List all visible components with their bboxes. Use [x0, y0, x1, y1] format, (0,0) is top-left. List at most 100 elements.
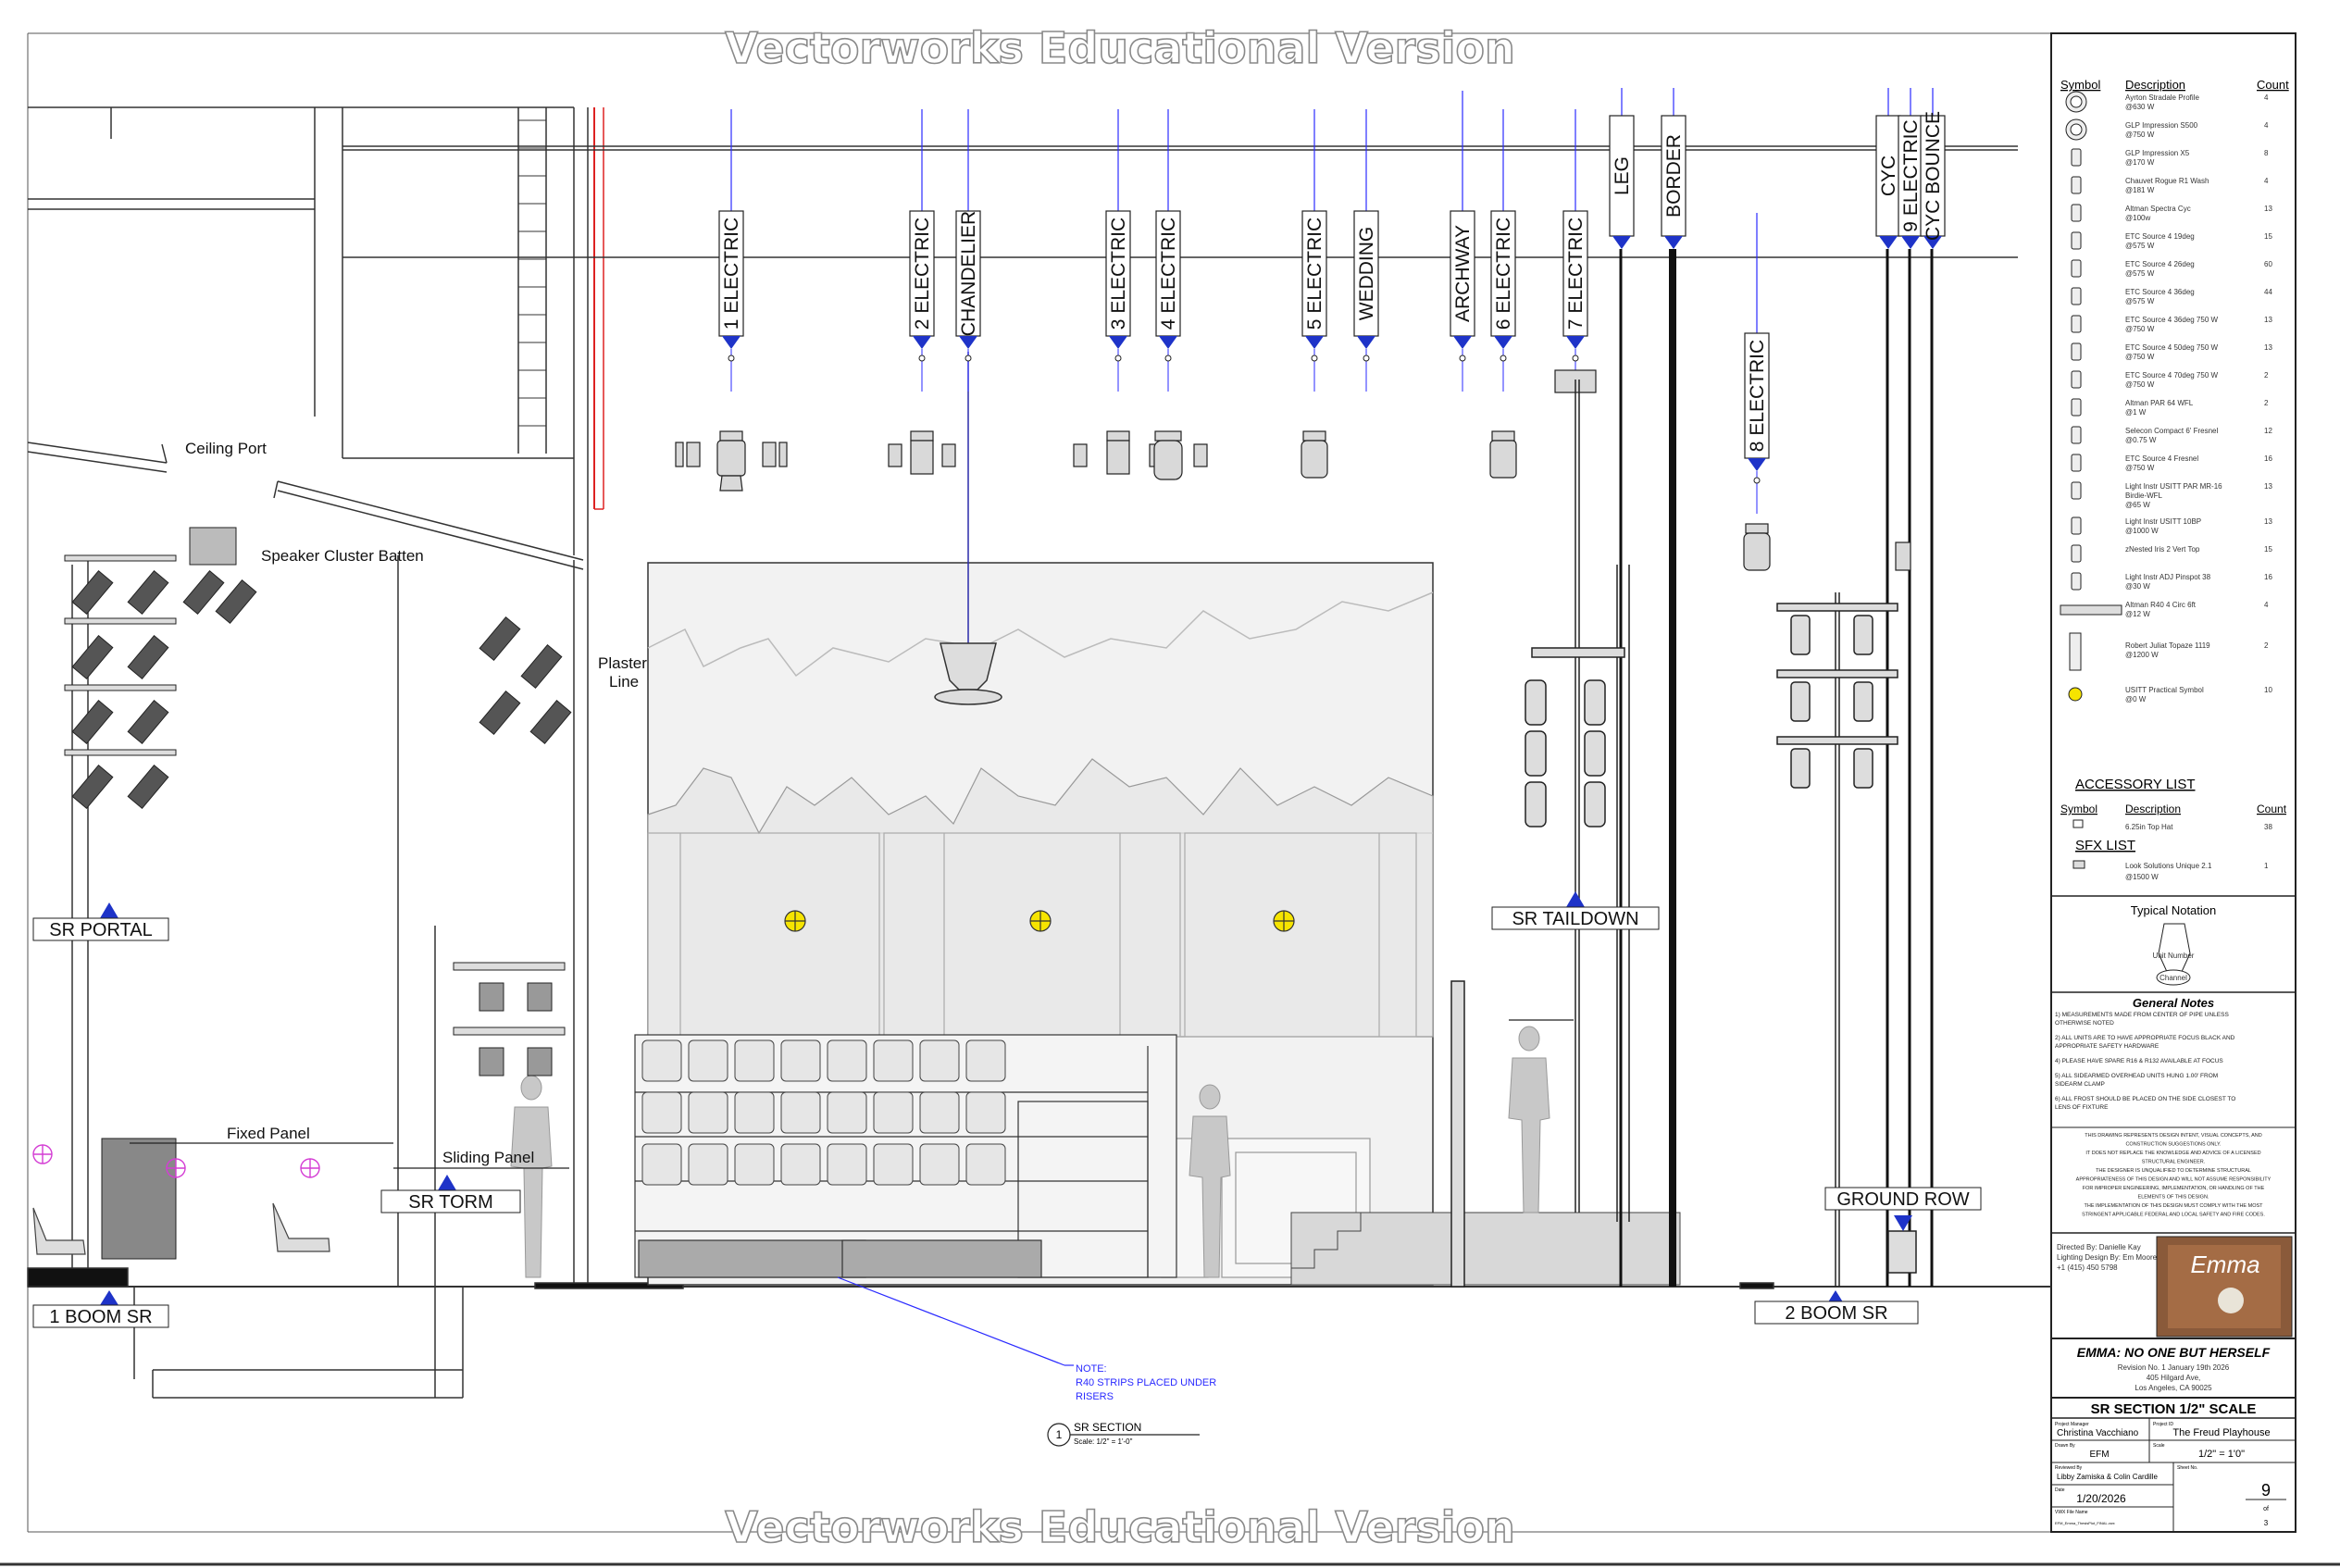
pipe-cyc-bounce: CYC BOUNCE — [1920, 88, 1946, 1287]
svg-text:Christina Vacchiano: Christina Vacchiano — [2057, 1428, 2139, 1438]
svg-text:2 ELECTRIC: 2 ELECTRIC — [912, 218, 933, 330]
svg-text:@750 W: @750 W — [2125, 325, 2155, 333]
svg-text:EFM: EFM — [2089, 1450, 2109, 1460]
svg-text:Symbol: Symbol — [2060, 803, 2097, 815]
svg-text:16: 16 — [2264, 573, 2272, 581]
svg-text:@30 W: @30 W — [2125, 582, 2150, 591]
pipe-1-electric: 1 ELECTRIC — [718, 109, 744, 392]
seat — [688, 1143, 728, 1186]
seat — [641, 1039, 682, 1082]
svg-text:Unit Number: Unit Number — [2153, 952, 2195, 960]
svg-text:@100w: @100w — [2125, 214, 2150, 222]
svg-text:@575 W: @575 W — [2125, 269, 2155, 278]
pipe-wedding: WEDDING — [1353, 109, 1379, 392]
svg-text:4 ELECTRIC: 4 ELECTRIC — [1158, 218, 1179, 330]
svg-text:The Freud Playhouse: The Freud Playhouse — [2172, 1427, 2270, 1438]
sliding-panel-label: Sliding Panel — [442, 1149, 534, 1166]
svg-text:12: 12 — [2264, 427, 2272, 435]
credits-block: Directed By: Danielle Kay Lighting Desig… — [2051, 1232, 2296, 1338]
legend-row: ETC Source 4 26deg@575 W 60 — [2071, 259, 2272, 278]
legend-row: Chauvet Rogue R1 Wash@181 W4 — [2071, 176, 2269, 194]
fixed-panel-label: Fixed Panel — [227, 1125, 310, 1142]
ellipsoidal-icon — [2071, 231, 2082, 250]
svg-text:of: of — [2263, 1506, 2269, 1512]
svg-text:4) PLEASE HAVE SPARE R16 & R13: 4) PLEASE HAVE SPARE R16 & R132 AVAILABL… — [2055, 1058, 2223, 1064]
general-notes: General Notes 1) MEASUREMENTS MADE FROM … — [2051, 991, 2296, 1218]
svg-text:Count: Count — [2257, 78, 2289, 92]
svg-text:SIDEARM CLAMP: SIDEARM CLAMP — [2055, 1081, 2105, 1088]
pipe-cyc: CYC — [1875, 88, 1901, 1287]
svg-text:60: 60 — [2264, 260, 2272, 268]
svg-text:Birdie-WFL: Birdie-WFL — [2125, 492, 2163, 500]
seat — [919, 1039, 960, 1082]
svg-text:Description: Description — [2125, 78, 2185, 92]
svg-text:8 ELECTRIC: 8 ELECTRIC — [1747, 340, 1768, 452]
pipe-3-electric: 3 ELECTRIC — [1105, 109, 1131, 392]
seat — [873, 1091, 914, 1134]
pipe-archway: ARCHWAY — [1450, 91, 1475, 392]
legend-row: Selecon Compact 6' Fresnel@0.75 W12 — [2071, 426, 2272, 444]
svg-text:@630 W: @630 W — [2125, 103, 2155, 111]
svg-text:4: 4 — [2264, 177, 2269, 185]
svg-text:Light Instr USITT 10BP: Light Instr USITT 10BP — [2125, 517, 2201, 526]
svg-text:Date: Date — [2055, 1487, 2065, 1493]
legend-row: Light Instr ADJ Pinspot 38@30 W16 — [2071, 572, 2272, 591]
svg-text:@1000 W: @1000 W — [2125, 527, 2159, 535]
ceiling-port-label: Ceiling Port — [185, 440, 267, 457]
svg-text:Altman R40 4 Circ 6ft: Altman R40 4 Circ 6ft — [2125, 601, 2197, 609]
svg-text:Los Angeles, CA 90025: Los Angeles, CA 90025 — [2135, 1384, 2212, 1392]
human-figures — [510, 1026, 1550, 1278]
sr-portal-fixtures — [64, 527, 572, 1260]
seat — [827, 1091, 867, 1134]
svg-text:SR PORTAL: SR PORTAL — [49, 920, 153, 940]
pipe-7-electric: 7 ELECTRIC — [1562, 109, 1588, 392]
svg-text:13: 13 — [2264, 205, 2272, 213]
seat-grid — [641, 1039, 1006, 1186]
svg-text:Description: Description — [2125, 803, 2181, 815]
sr-torm-tag: SR TORM — [380, 1175, 521, 1213]
svg-text:1/20/2026: 1/20/2026 — [2076, 1492, 2126, 1505]
strip-icon — [2060, 604, 2122, 616]
svg-text:38: 38 — [2264, 823, 2272, 831]
svg-text:SR TAILDOWN: SR TAILDOWN — [1512, 909, 1638, 929]
boom-sr-2-tag: 2 BOOM SR — [1754, 1290, 1919, 1325]
svg-text:RISERS: RISERS — [1076, 1391, 1114, 1402]
svg-text:ETC Source 4 36deg: ETC Source 4 36deg — [2125, 288, 2195, 296]
svg-text:10: 10 — [2264, 686, 2272, 694]
svg-text:1 ELECTRIC: 1 ELECTRIC — [721, 218, 742, 330]
legend-row: ETC Source 4 36deg@575 W44 — [2071, 287, 2272, 305]
ellipsoidal-icon — [2071, 315, 2082, 333]
legend-row: Altman PAR 64 WFL@1 W2 — [2071, 398, 2269, 417]
svg-text:4: 4 — [2264, 601, 2269, 609]
title-block — [2051, 1418, 2296, 1532]
iris-icon — [2071, 544, 2082, 563]
svg-text:STRINGENT APPLICABLE FEDERAL A: STRINGENT APPLICABLE FEDERAL AND LOCAL S… — [2082, 1213, 2265, 1218]
seat — [780, 1143, 821, 1186]
svg-text:APPROPRIATE SAFETY HARDWARE: APPROPRIATE SAFETY HARDWARE — [2055, 1043, 2160, 1050]
seat — [734, 1091, 775, 1134]
svg-text:Scale: Scale — [2153, 1443, 2165, 1449]
pipe-6-electric: 6 ELECTRIC — [1490, 109, 1516, 392]
seat — [919, 1091, 960, 1134]
seat — [780, 1039, 821, 1082]
seat — [965, 1143, 1006, 1186]
fixture-legend: Symbol Description Count Ayrton Stradale… — [2060, 78, 2289, 881]
svg-text:8: 8 — [2264, 149, 2269, 157]
svg-text:Count: Count — [2257, 803, 2287, 815]
svg-text:zNested Iris 2 Vert Top: zNested Iris 2 Vert Top — [2125, 545, 2200, 554]
legend-row: Robert Juliat Topaze 1119@1200 W2 — [2069, 632, 2269, 671]
legend-row: GLP Impression S500@750 W4 — [2065, 118, 2269, 141]
svg-text:@0 W: @0 W — [2125, 695, 2147, 703]
svg-text:Project Manager: Project Manager — [2055, 1422, 2089, 1427]
svg-text:16: 16 — [2264, 454, 2272, 463]
seat — [827, 1143, 867, 1186]
legend-row: ETC Source 4 Fresnel@750 W16 — [2071, 454, 2272, 472]
ellipsoidal-icon — [2071, 370, 2082, 389]
sr-portal-tag: SR PORTAL — [32, 902, 169, 941]
chairs-left — [32, 1202, 330, 1255]
overhead-fixtures — [675, 369, 1911, 571]
svg-text:1: 1 — [1056, 1428, 1063, 1441]
svg-text:ETC Source 4 26deg: ETC Source 4 26deg — [2125, 260, 2195, 268]
svg-text:@750 W: @750 W — [2125, 353, 2155, 361]
